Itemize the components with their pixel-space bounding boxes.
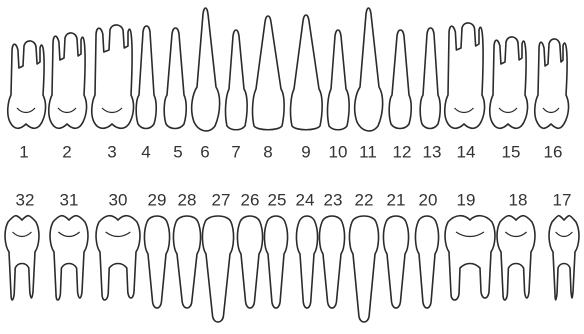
tooth-10-outline bbox=[328, 30, 350, 130]
tooth-number-17: 17 bbox=[553, 190, 572, 209]
tooth-number-7: 7 bbox=[231, 142, 240, 161]
lower-arch: 32 31 30 29 28 27 26 25 24 23 22 21 20 19 18 17 bbox=[5, 190, 579, 322]
tooth-number-18: 18 bbox=[509, 190, 528, 209]
tooth-number-3: 3 bbox=[107, 142, 116, 161]
tooth-2-outline bbox=[49, 33, 87, 128]
tooth-29 bbox=[144, 216, 169, 308]
tooth-32-outline bbox=[5, 216, 39, 300]
tooth-number-23: 23 bbox=[324, 190, 343, 209]
tooth-17 bbox=[549, 216, 579, 300]
tooth-number-29: 29 bbox=[148, 190, 167, 209]
tooth-22 bbox=[349, 216, 378, 322]
tooth-27-outline bbox=[202, 216, 233, 322]
tooth-number-2: 2 bbox=[62, 142, 71, 161]
tooth-number-32: 32 bbox=[16, 190, 35, 209]
tooth-30 bbox=[96, 216, 140, 300]
tooth-28-outline bbox=[173, 216, 200, 308]
tooth-29-outline bbox=[144, 216, 169, 308]
tooth-25-outline bbox=[264, 216, 287, 308]
tooth-number-13: 13 bbox=[423, 142, 442, 161]
tooth-number-31: 31 bbox=[60, 190, 79, 209]
tooth-15 bbox=[490, 37, 528, 128]
tooth-27 bbox=[202, 216, 233, 322]
tooth-number-6: 6 bbox=[200, 142, 209, 161]
tooth-number-9: 9 bbox=[301, 142, 310, 161]
tooth-number-21: 21 bbox=[387, 190, 406, 209]
tooth-22-outline bbox=[349, 216, 378, 322]
tooth-31-outline bbox=[50, 216, 88, 300]
tooth-9 bbox=[291, 15, 323, 130]
tooth-number-24: 24 bbox=[296, 190, 315, 209]
tooth-4 bbox=[136, 26, 156, 129]
tooth-number-15: 15 bbox=[502, 142, 521, 161]
tooth-20-outline bbox=[415, 216, 438, 308]
tooth-number-4: 4 bbox=[141, 142, 150, 161]
tooth-number-25: 25 bbox=[268, 190, 287, 209]
tooth-17-outline bbox=[549, 216, 579, 300]
tooth-number-16: 16 bbox=[544, 142, 563, 161]
tooth-9-outline bbox=[291, 15, 323, 130]
upper-arch: 12345678910111213141516 bbox=[8, 8, 569, 161]
tooth-number-10: 10 bbox=[329, 142, 348, 161]
tooth-number-19: 19 bbox=[457, 190, 476, 209]
tooth-10 bbox=[328, 30, 350, 130]
tooth-18 bbox=[497, 216, 535, 300]
tooth-26-outline bbox=[237, 216, 262, 308]
tooth-20 bbox=[415, 216, 438, 308]
tooth-number-11: 11 bbox=[359, 142, 377, 161]
tooth-13 bbox=[420, 28, 440, 129]
tooth-5 bbox=[164, 28, 186, 129]
tooth-26 bbox=[237, 216, 262, 308]
tooth-18-outline bbox=[497, 216, 535, 300]
tooth-23 bbox=[319, 216, 344, 308]
tooth-11-outline bbox=[355, 8, 383, 131]
tooth-number-20: 20 bbox=[419, 190, 438, 209]
tooth-25 bbox=[264, 216, 287, 308]
tooth-19 bbox=[445, 216, 495, 300]
tooth-31 bbox=[50, 216, 88, 300]
tooth-28 bbox=[173, 216, 200, 308]
tooth-13-outline bbox=[420, 28, 440, 129]
tooth-12 bbox=[389, 30, 411, 129]
tooth-5-outline bbox=[164, 28, 186, 129]
tooth-number-28: 28 bbox=[178, 190, 197, 209]
tooth-number-8: 8 bbox=[263, 142, 272, 161]
tooth-11 bbox=[355, 8, 383, 131]
tooth-30-outline bbox=[96, 216, 140, 300]
tooth-number-30: 30 bbox=[109, 190, 128, 209]
tooth-23-outline bbox=[319, 216, 344, 308]
tooth-number-12: 12 bbox=[393, 142, 412, 161]
tooth-8-outline bbox=[253, 16, 285, 130]
tooth-number-27: 27 bbox=[212, 190, 231, 209]
tooth-2 bbox=[49, 33, 87, 128]
tooth-21 bbox=[383, 216, 408, 308]
tooth-number-14: 14 bbox=[457, 142, 476, 161]
tooth-21-outline bbox=[383, 216, 408, 308]
tooth-number-22: 22 bbox=[355, 190, 374, 209]
tooth-7-outline bbox=[226, 30, 248, 130]
tooth-12-outline bbox=[389, 30, 411, 129]
tooth-6-outline bbox=[192, 8, 220, 131]
tooth-6 bbox=[192, 8, 220, 131]
tooth-24-outline bbox=[296, 216, 317, 308]
tooth-4-outline bbox=[136, 26, 156, 129]
tooth-15-outline bbox=[490, 37, 528, 128]
tooth-number-26: 26 bbox=[241, 190, 260, 209]
tooth-1-outline bbox=[8, 41, 46, 128]
tooth-19-outline bbox=[445, 216, 495, 300]
tooth-7 bbox=[226, 30, 248, 130]
tooth-16 bbox=[535, 39, 569, 128]
tooth-14 bbox=[445, 23, 485, 128]
tooth-1 bbox=[8, 41, 46, 128]
tooth-16-outline bbox=[535, 39, 569, 128]
tooth-number-5: 5 bbox=[173, 142, 182, 161]
tooth-8 bbox=[253, 16, 285, 130]
tooth-24 bbox=[296, 216, 317, 308]
tooth-number-1: 1 bbox=[19, 142, 28, 161]
tooth-3 bbox=[92, 25, 134, 128]
tooth-32 bbox=[5, 216, 39, 300]
